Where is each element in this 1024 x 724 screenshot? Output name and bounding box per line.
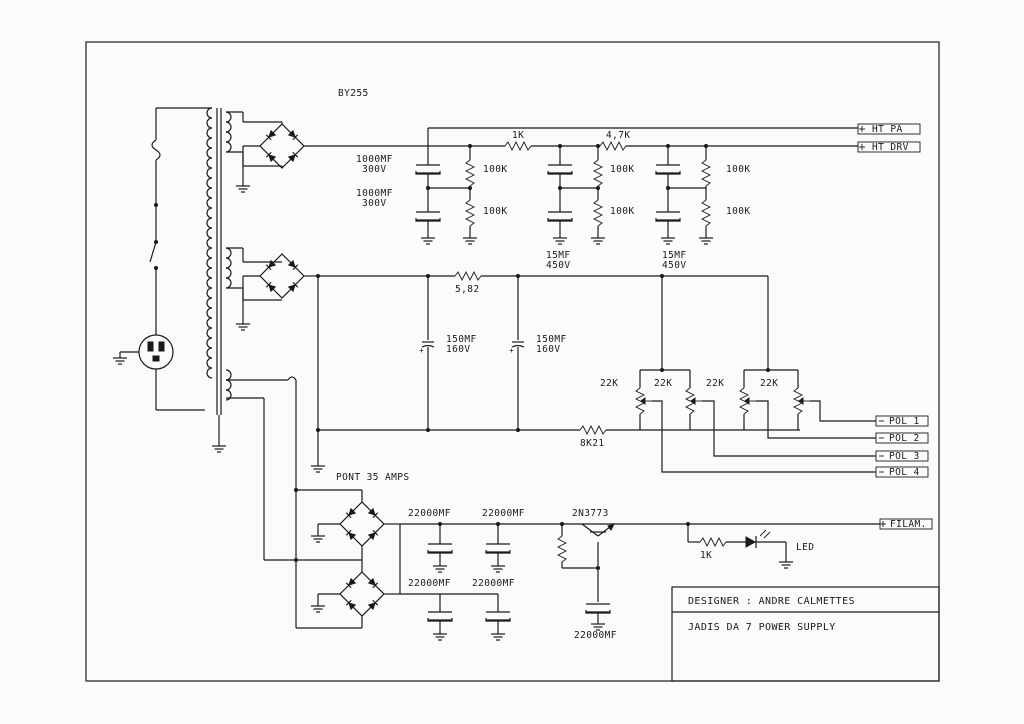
fuse-icon xyxy=(151,139,161,161)
bias-bridge xyxy=(226,247,326,473)
output-ht-pa: HT PA xyxy=(857,123,921,135)
label-22000-1: 22000MF xyxy=(408,508,451,519)
svg-text:+: + xyxy=(419,346,424,355)
bias-filter: 5,82 + + 150MF 160V 150MF 160V 8K21 xyxy=(316,271,800,449)
output-pol-3: POL 3 xyxy=(875,450,929,462)
label-22000-3: 22000MF xyxy=(408,578,451,589)
switch-icon xyxy=(149,241,157,263)
bias-pots: 22K 22K 22K 22K xyxy=(600,276,876,473)
label-cap1000b-val: 1000MF xyxy=(356,188,393,199)
ht-filter-1000mf: 1000MF 300V 1000MF 300V 100K 100K xyxy=(356,146,507,245)
label-100k-6: 100K xyxy=(726,206,750,217)
label-22000-5: 22000MF xyxy=(574,630,617,641)
label-cap1000a-val: 1000MF xyxy=(356,154,393,165)
mains-input xyxy=(112,107,212,411)
filament-caps: 22000MF 22000MF 22000MF 22000MF xyxy=(400,508,880,641)
label-bridge-35a: PONT 35 AMPS xyxy=(336,472,409,483)
ht-bridge: BY255 xyxy=(226,88,428,193)
label-1k-top: 1K xyxy=(512,130,524,141)
designer-label: DESIGNER : ANDRE CALMETTES xyxy=(688,596,855,607)
label-100k-1: 100K xyxy=(483,164,507,175)
ht-filter-15mf-a: 100K 100K 15MF 450V xyxy=(546,146,634,271)
label-22000-2: 22000MF xyxy=(482,508,525,519)
label-cap150a-v: 160V xyxy=(446,344,470,355)
label-8k21: 8K21 xyxy=(580,438,604,449)
mains-socket-icon xyxy=(138,334,174,370)
output-filam: FILAM. xyxy=(879,518,933,530)
label-led: LED xyxy=(796,542,814,553)
label-ht-drv: HT DRV xyxy=(872,142,909,153)
led-indicator: 1K LED xyxy=(686,522,814,569)
label-22000-4: 22000MF xyxy=(472,578,515,589)
label-100k-5: 100K xyxy=(726,164,750,175)
label-2n3773: 2N3773 xyxy=(572,508,609,519)
label-pot-3: 22K xyxy=(706,378,724,389)
filament-bridges xyxy=(310,490,401,628)
label-cap150b-val: 150MF xyxy=(536,334,567,345)
label-cap1000a-v: 300V xyxy=(362,164,386,175)
label-100k-3: 100K xyxy=(610,164,634,175)
title-block: DESIGNER : ANDRE CALMETTES JADIS DA 7 PO… xyxy=(671,586,940,682)
drawing-frame xyxy=(85,41,940,682)
label-cap15b-val: 15MF xyxy=(662,250,686,261)
output-pol-4: POL 4 xyxy=(875,466,929,478)
label-cap15b-v: 450V xyxy=(662,260,686,271)
label-pol-2: POL 2 xyxy=(889,433,920,444)
label-pol-1: POL 1 xyxy=(889,416,920,427)
label-pot-4: 22K xyxy=(760,378,778,389)
filament-winding-wiring: PONT 35 AMPS xyxy=(226,376,409,629)
label-cap1000b-v: 300V xyxy=(362,198,386,209)
output-pol-2: POL 2 xyxy=(875,432,929,444)
regulator-2n3773: 2N3773 22000MF xyxy=(557,508,617,641)
led-icon xyxy=(745,536,757,548)
label-ht-pa: HT PA xyxy=(872,124,903,135)
label-582: 5,82 xyxy=(455,284,479,295)
label-pot-1: 22K xyxy=(600,378,618,389)
output-ht-drv: HT DRV xyxy=(857,141,921,153)
label-47k: 4,7K xyxy=(606,130,630,141)
label-cap15a-v: 450V xyxy=(546,260,570,271)
label-pot-2: 22K xyxy=(654,378,672,389)
label-cap150a-val: 150MF xyxy=(446,334,477,345)
label-cap150b-v: 160V xyxy=(536,344,560,355)
label-100k-2: 100K xyxy=(483,206,507,217)
label-filam: FILAM. xyxy=(890,519,927,530)
label-pol-3: POL 3 xyxy=(889,451,920,462)
label-pol-4: POL 4 xyxy=(889,467,920,478)
label-cap15a-val: 15MF xyxy=(546,250,570,261)
label-1k-led: 1K xyxy=(700,550,712,561)
ht-rail: 1K 4,7K xyxy=(427,127,858,151)
label-by255: BY255 xyxy=(338,88,369,99)
svg-text:+: + xyxy=(509,346,514,355)
mains-transformer xyxy=(206,107,232,453)
output-pol-1: POL 1 xyxy=(875,415,929,427)
drawing-title: JADIS DA 7 POWER SUPPLY xyxy=(688,622,836,633)
ht-filter-15mf-b: 100K 100K 15MF 450V xyxy=(655,144,750,271)
label-100k-4: 100K xyxy=(610,206,634,217)
